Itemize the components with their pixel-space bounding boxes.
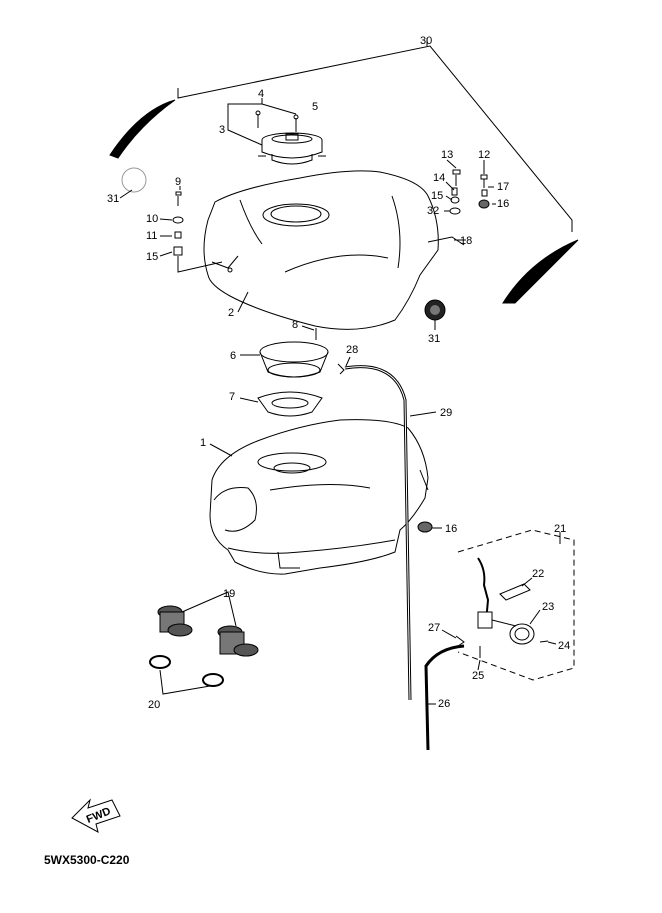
callout-3: 3 xyxy=(219,124,225,136)
washer-32 xyxy=(449,207,461,215)
grommet-19-left xyxy=(157,605,193,637)
fuel-tank-1 xyxy=(209,419,429,575)
callout-31-right: 31 xyxy=(428,333,440,345)
callout-23: 23 xyxy=(542,601,554,613)
emblem-31-plain xyxy=(121,167,147,193)
hose-clip-28 xyxy=(337,363,345,375)
collar-11 xyxy=(174,231,182,239)
bolt-13 xyxy=(452,169,461,186)
callout-9: 9 xyxy=(175,176,181,188)
callout-1: 1 xyxy=(200,437,206,449)
breather-hose-29 xyxy=(344,365,412,701)
callout-25: 25 xyxy=(472,670,484,682)
callout-13: 13 xyxy=(441,149,453,161)
cap-bolt-4 xyxy=(255,110,261,128)
callout-27: 27 xyxy=(428,622,440,634)
callout-8: 8 xyxy=(292,319,298,331)
damper-16-lower xyxy=(417,521,433,533)
collar-17 xyxy=(481,189,488,197)
hose-clip-27 xyxy=(455,635,465,647)
gasket-7 xyxy=(257,391,323,417)
callout-17: 17 xyxy=(497,181,509,193)
callout-24: 24 xyxy=(558,640,570,652)
filler-cap-3 xyxy=(258,132,326,165)
callout-14: 14 xyxy=(433,172,445,184)
cap-bolt-5 xyxy=(293,114,299,132)
washer-10 xyxy=(172,216,184,224)
callout-32: 32 xyxy=(427,205,439,217)
callout-21: 21 xyxy=(554,523,566,535)
callout-6: 6 xyxy=(230,350,236,362)
callout-labels: 1 2 3 4 5 6 7 8 9 10 11 12 13 14 15 15 1… xyxy=(107,35,570,711)
clamp-20-left xyxy=(149,655,171,669)
damper-16-upper xyxy=(478,199,490,209)
callout-19: 19 xyxy=(223,588,235,600)
screw-24 xyxy=(539,640,549,643)
bolt-9 xyxy=(175,191,182,206)
fuel-cock-body xyxy=(477,557,490,629)
callout-30: 30 xyxy=(420,35,432,47)
callout-16-upper: 16 xyxy=(497,198,509,210)
fuel-cock-group-21 xyxy=(457,529,575,681)
fuel-cock-plate-22 xyxy=(499,583,531,601)
collar-14 xyxy=(451,187,458,196)
callout-5: 5 xyxy=(312,101,318,113)
callout-31-left: 31 xyxy=(107,193,119,205)
clamp-20-right xyxy=(202,673,224,687)
tank-cover-2 xyxy=(203,170,439,330)
emblem-31-badge xyxy=(424,299,446,321)
fuel-hose-26 xyxy=(424,644,465,751)
callout-10: 10 xyxy=(146,213,158,225)
fuel-cock-lever-23 xyxy=(509,623,535,645)
callout-16-lower: 16 xyxy=(445,523,457,535)
damper-15-left xyxy=(173,246,183,256)
filler-ring-6 xyxy=(259,341,329,378)
callout-2: 2 xyxy=(228,307,234,319)
fwd-arrow-icon xyxy=(71,798,121,833)
callout-22: 22 xyxy=(532,568,544,580)
callout-15-right: 15 xyxy=(431,190,443,202)
bracket-18 xyxy=(427,236,465,246)
callout-20: 20 xyxy=(148,699,160,711)
damper-15-right xyxy=(450,196,460,204)
callout-12: 12 xyxy=(478,149,490,161)
callout-4: 4 xyxy=(258,88,264,100)
callout-11: 11 xyxy=(146,230,157,242)
callout-28: 28 xyxy=(346,344,358,356)
decal-set-30 xyxy=(109,45,579,304)
bolt-12 xyxy=(480,174,488,188)
callout-15-left: 15 xyxy=(146,251,158,263)
callout-26: 26 xyxy=(438,698,450,710)
diagram-code: 5WX5300-C220 xyxy=(44,853,130,867)
grommet-19-right xyxy=(217,625,259,657)
callout-18: 18 xyxy=(460,235,472,247)
callout-29: 29 xyxy=(440,407,452,419)
callout-7: 7 xyxy=(229,391,235,403)
